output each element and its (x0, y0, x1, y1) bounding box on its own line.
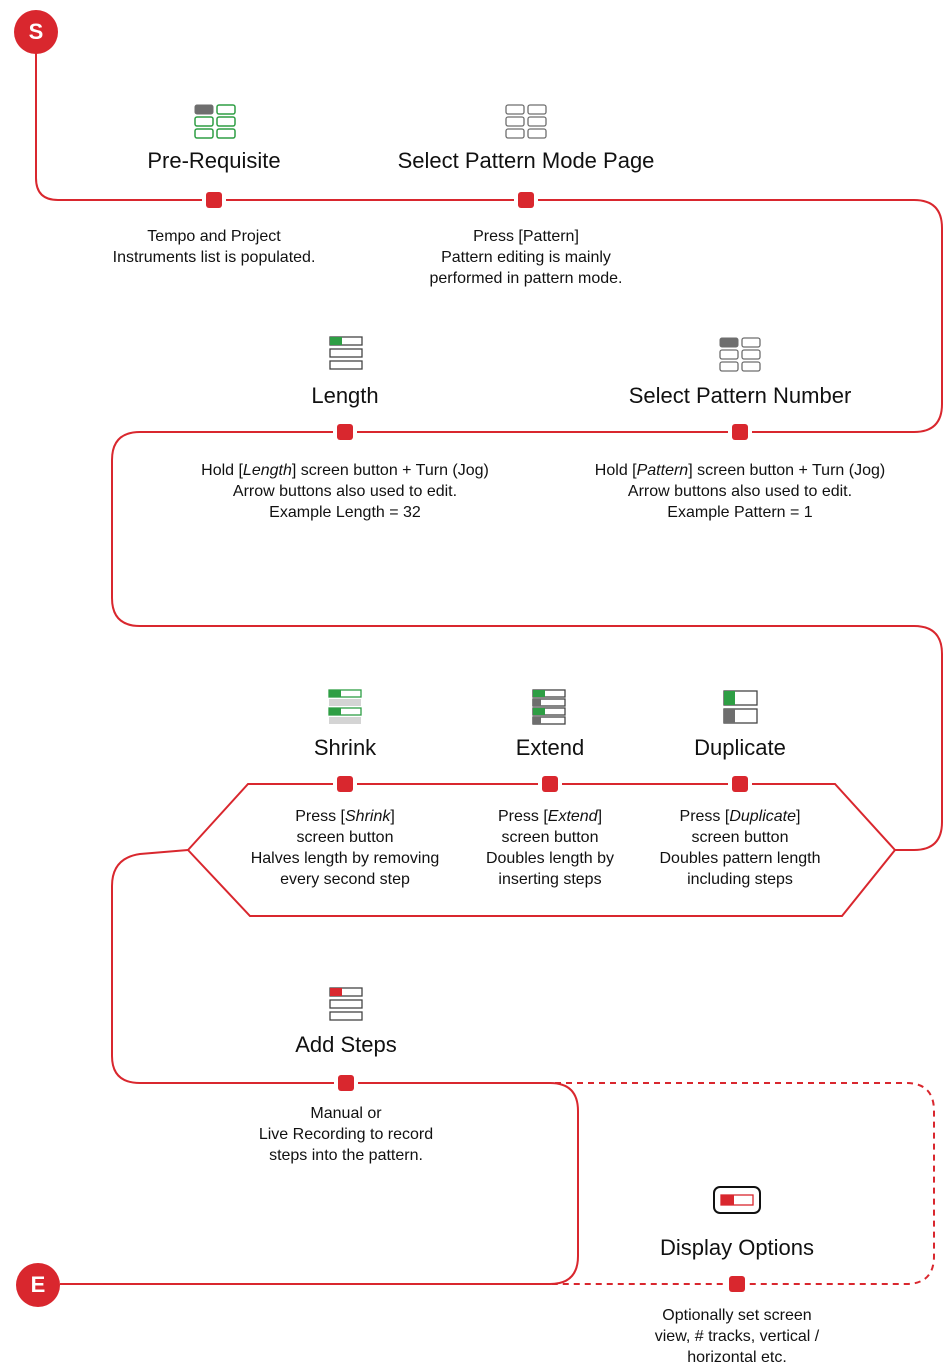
desc-line: screen button (501, 829, 599, 846)
step-marker-display (729, 1276, 745, 1292)
desc-line: view, # tracks, vertical / (654, 1328, 820, 1345)
desc-line: steps into the pattern. (269, 1147, 423, 1164)
desc-text: Press [ (497, 808, 548, 825)
flow-line-row1 (35, 44, 943, 851)
flow-branch-upper (187, 783, 896, 851)
pattern-grid-icon (505, 104, 547, 139)
display-toggle-icon (713, 1186, 761, 1214)
title-display: Display Options (659, 1235, 815, 1260)
duplicate-bars-icon (723, 690, 758, 724)
desc-text: ] screen button + Turn (Jog) (291, 462, 489, 479)
desc-line: Press [Pattern] (473, 228, 579, 245)
title-select-mode: Select Pattern Mode Page (397, 148, 655, 173)
desc-line: Press [Extend] (486, 806, 614, 827)
desc-line: Instruments list is populated. (112, 249, 316, 266)
desc-text: ] (597, 808, 603, 825)
add-steps-bars-icon (329, 987, 363, 1021)
desc-text: Press [ (679, 808, 730, 825)
button-name: Pattern (636, 462, 689, 479)
title-extend: Extend (515, 735, 585, 760)
desc-text: ] (796, 808, 801, 825)
desc-line: Doubles pattern length (659, 850, 821, 867)
desc-line: every second step (280, 871, 410, 888)
desc-line: Halves length by removing (250, 850, 440, 867)
desc-text: Hold [ (594, 462, 637, 479)
desc-line: screen button (296, 829, 394, 846)
desc-line: Arrow buttons also used to edit. (232, 483, 458, 500)
desc-duplicate: Press [Duplicate] screen button Doubles … (660, 806, 821, 890)
step-marker-shrink (337, 776, 353, 792)
title-select-number: Select Pattern Number (628, 383, 852, 408)
desc-line: Hold [Length] screen button + Turn (Jog) (201, 460, 489, 481)
desc-select-mode: Press [Pattern] Pattern editing is mainl… (430, 226, 623, 289)
step-marker-extend (542, 776, 558, 792)
title-shrink: Shrink (313, 735, 377, 760)
pattern-grid-icon-green (194, 104, 236, 139)
desc-text: ] screen button + Turn (Jog) (688, 462, 886, 479)
step-marker-length (337, 424, 353, 440)
step-marker-select-number (732, 424, 748, 440)
desc-text: Hold [ (201, 462, 243, 479)
desc-select-number: Hold [Pattern] screen button + Turn (Jog… (595, 460, 885, 523)
desc-line: including steps (687, 871, 793, 888)
desc-text: Press [ (295, 808, 345, 825)
step-marker-prereq (206, 192, 222, 208)
desc-line: horizontal etc. (687, 1349, 787, 1366)
extend-bars-icon (532, 689, 566, 725)
desc-line: Pattern editing is mainly (441, 249, 611, 266)
desc-line: Arrow buttons also used to edit. (627, 483, 853, 500)
button-name: Length (242, 462, 292, 479)
step-marker-select-mode (518, 192, 534, 208)
desc-prereq: Tempo and Project Instruments list is po… (113, 226, 316, 268)
title-prereq: Pre-Requisite (147, 148, 281, 173)
title-length: Length (311, 383, 379, 408)
title-duplicate: Duplicate (694, 735, 786, 760)
desc-display: Optionally set screen view, # tracks, ve… (655, 1305, 820, 1368)
desc-shrink: Press [Shrink] screen button Halves leng… (251, 806, 440, 890)
title-add-steps: Add Steps (295, 1032, 397, 1057)
desc-line: screen button (691, 829, 789, 846)
length-bars-icon (329, 336, 363, 370)
desc-length: Hold [Length] screen button + Turn (Jog)… (201, 460, 489, 523)
desc-add-steps: Manual or Live Recording to record steps… (259, 1103, 433, 1166)
desc-line: performed in pattern mode. (429, 270, 623, 287)
shrink-bars-icon (328, 689, 362, 724)
desc-line: Manual or (310, 1105, 382, 1122)
desc-text: ] (390, 808, 395, 825)
desc-line: Doubles length by (485, 850, 615, 867)
desc-line: inserting steps (498, 871, 602, 888)
desc-line: Press [Shrink] (251, 806, 440, 827)
button-name: Duplicate (729, 808, 797, 825)
button-name: Shrink (344, 808, 391, 825)
end-marker: E (16, 1263, 60, 1307)
desc-line: Live Recording to record (258, 1126, 434, 1143)
desc-line: Example Pattern = 1 (667, 504, 813, 521)
step-marker-add-steps (338, 1075, 354, 1091)
desc-line: Hold [Pattern] screen button + Turn (Jog… (595, 460, 885, 481)
start-marker: S (14, 10, 58, 54)
desc-line: Tempo and Project (147, 228, 281, 245)
pattern-grid-icon-selected (719, 337, 761, 372)
desc-line: Example Length = 32 (269, 504, 421, 521)
flow-branch-lower (187, 849, 896, 917)
button-name: Extend (547, 808, 598, 825)
desc-line: Optionally set screen (662, 1307, 812, 1324)
desc-line: Press [Duplicate] (660, 806, 821, 827)
flow-line-optional (346, 1082, 935, 1285)
step-marker-duplicate (732, 776, 748, 792)
desc-extend: Press [Extend] screen button Doubles len… (486, 806, 614, 890)
